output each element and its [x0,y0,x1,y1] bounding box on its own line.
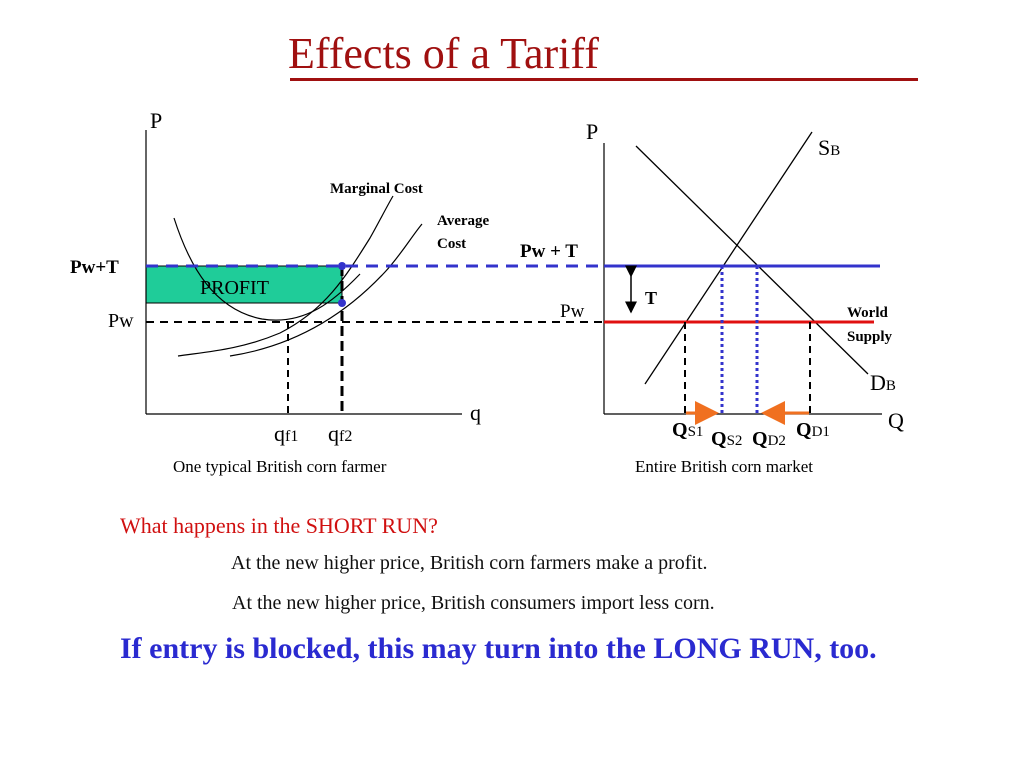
tariff-label: T [645,288,657,308]
profit-rectangle [145,265,343,304]
average-cost-curve [173,217,361,321]
world-supply-label-1: World [847,305,888,321]
left-caption: One typical British corn farmer [173,457,387,476]
left-y-axis-label: P [150,108,162,133]
left-graph: PROFIT P q Marginal Cost Average Cost Pw… [70,108,604,476]
import-statement: At the new higher price, British consume… [232,592,715,614]
left-x-axis-label: q [470,400,481,425]
qd1-label: QD1 [796,419,830,441]
title-underline [290,78,918,81]
right-caption: Entire British corn market [635,457,813,476]
right-pwt-label: Pw + T [520,241,578,262]
ac-intersection-point [338,299,346,307]
marginal-cost-label: Marginal Cost [330,181,423,197]
right-x-axis-label: Q [888,408,904,433]
qs1-label: QS1 [672,419,703,441]
short-run-question: What happens in the SHORT RUN? [120,513,438,538]
profit-label: PROFIT [200,277,269,299]
right-y-axis-label: P [586,119,598,144]
demand-label: DB [870,370,896,395]
left-pw-label: Pw [108,310,134,332]
qf2-label: qf2 [328,421,352,446]
long-run-conclusion: If entry is blocked, this may turn into … [120,632,877,665]
average-cost-label-1: Average [437,213,490,229]
average-cost-label-2: Cost [437,236,466,252]
pwt-mc-intersection-point [338,262,346,270]
right-pw-label: Pw [560,301,585,322]
supply-label: SB [818,135,840,160]
qd2-label: QD2 [752,428,786,450]
marginal-cost-curve [177,195,394,357]
qf1-label: qf1 [274,421,298,446]
right-graph: P Q SB DB Pw + T Pw World Supply T QS1 Q… [520,119,904,476]
cost-curve-upper [229,223,423,357]
demand-curve [635,145,869,375]
supply-curve [644,131,813,385]
profit-statement: At the new higher price, British corn fa… [231,552,708,574]
world-supply-label-2: Supply [847,329,893,345]
qs2-label: QS2 [711,428,742,450]
slide-title: Effects of a Tariff [288,29,599,78]
left-pwt-label: Pw+T [70,257,119,278]
